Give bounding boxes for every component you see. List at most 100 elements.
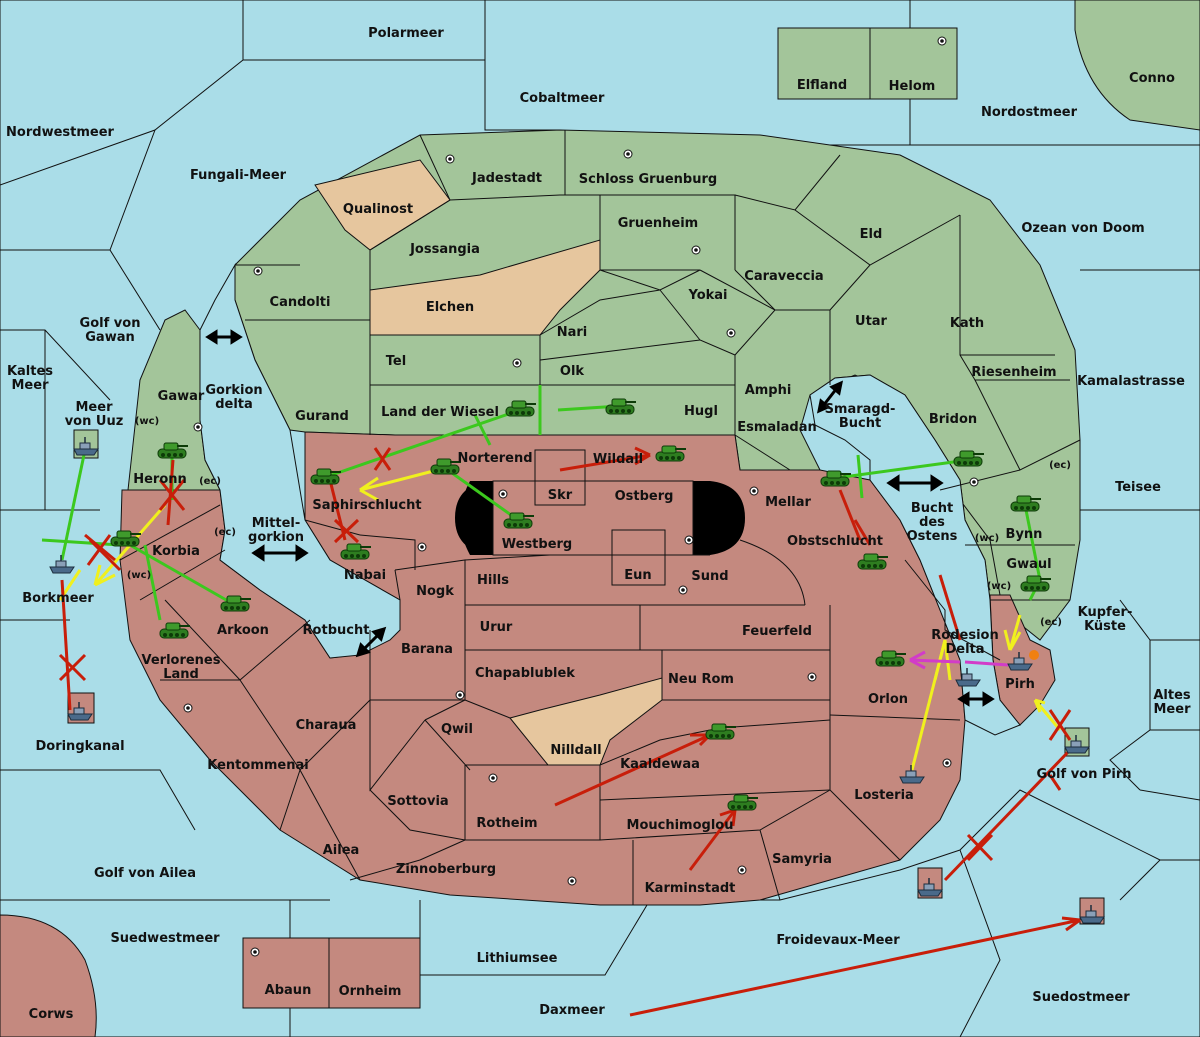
label: Cobaltmeer — [520, 91, 605, 106]
label: Nogk — [416, 584, 454, 599]
label: Gurand — [295, 409, 349, 424]
label: Polarmeer — [368, 26, 444, 41]
label: Gorkion — [205, 383, 262, 398]
supply-centers — [183, 36, 979, 957]
label: Smaragd- — [825, 402, 896, 417]
coast-tag: (ec) — [214, 527, 236, 538]
label: Saphirschlucht — [312, 498, 421, 513]
label: Verlorenes — [141, 653, 220, 668]
label: Rotbucht — [303, 623, 370, 638]
label: Suedostmeer — [1032, 990, 1130, 1005]
label: Golf von Pirh — [1036, 767, 1131, 782]
coast-tag: (ec) — [1040, 617, 1062, 628]
label: Altes — [1153, 688, 1191, 703]
label: gorkion — [248, 530, 304, 545]
label: Bynn — [1006, 527, 1043, 542]
label: Heronn — [133, 472, 187, 487]
label: Qualinost — [343, 202, 413, 217]
land-conno[interactable] — [1074, 0, 1200, 131]
label: Rotheim — [476, 816, 537, 831]
label: Teisee — [1115, 480, 1161, 495]
label: Froidevaux-Meer — [776, 933, 900, 948]
label: Lithiumsee — [477, 951, 558, 966]
label: Golf von Ailea — [94, 866, 196, 881]
units — [49, 398, 1105, 924]
label: Gawar — [158, 389, 205, 404]
label: Sund — [691, 569, 728, 584]
label: Arkoon — [217, 623, 269, 638]
label: Ornheim — [339, 984, 402, 999]
label: Nordwestmeer — [6, 125, 114, 140]
label: Golf von — [80, 316, 141, 331]
label: Qwil — [441, 722, 473, 737]
label: Abaun — [265, 983, 312, 998]
label: Losteria — [854, 788, 914, 803]
label: Zinnoberburg — [396, 862, 496, 877]
label: Hugl — [684, 404, 718, 419]
label: Olk — [560, 364, 585, 379]
label: Esmaladan — [737, 420, 817, 435]
label: Delta — [945, 642, 984, 657]
coast-tag: (ec) — [1049, 460, 1071, 471]
explosion-icon — [1029, 650, 1039, 660]
coast-tag: (wc) — [127, 570, 151, 581]
label: Candolti — [270, 295, 331, 310]
land-corws[interactable] — [0, 914, 97, 1037]
coast-tag: (wc) — [987, 581, 1011, 592]
coast-tags: (wc) (ec) (ec) (wc) (ec) (wc) (wc) (ec) — [127, 416, 1071, 628]
label: Kamalastrasse — [1077, 374, 1185, 389]
label: Pirh — [1005, 677, 1035, 692]
label: Wildall — [593, 452, 643, 467]
label: Kentommenai — [207, 758, 308, 773]
label: Feuerfeld — [742, 624, 812, 639]
land-ornheim[interactable] — [328, 937, 421, 1009]
label: Mouchimoglou — [627, 818, 734, 833]
label: Kaltes — [7, 364, 53, 379]
label: Nordostmeer — [981, 105, 1078, 120]
adjacency-arrows — [205, 329, 995, 707]
label: Utar — [855, 314, 888, 329]
label: Gwaul — [1006, 557, 1051, 572]
label: Yokai — [687, 288, 727, 303]
label: Mittel- — [252, 516, 301, 531]
label: Conno — [1129, 71, 1175, 86]
label: Suedwestmeer — [110, 931, 220, 946]
label: Sottovia — [387, 794, 448, 809]
label: Daxmeer — [539, 1003, 605, 1018]
label: Riesenheim — [971, 365, 1056, 380]
label: Westberg — [502, 537, 572, 552]
label: Ostberg — [615, 489, 674, 504]
label: Eld — [860, 227, 883, 242]
label: Barana — [401, 642, 453, 657]
label: Nabai — [344, 568, 386, 583]
label: Samyria — [772, 852, 832, 867]
label: Meer — [1154, 702, 1192, 717]
label: Skr — [548, 488, 573, 503]
label: Chapablublek — [475, 666, 575, 681]
label: Nilldall — [550, 743, 601, 758]
label: Kaaldewaa — [620, 757, 700, 772]
label: Meer — [76, 400, 114, 415]
label: Borkmeer — [22, 591, 94, 606]
orders-magenta — [909, 650, 1009, 670]
label: Elfland — [797, 78, 847, 93]
label: Tel — [386, 354, 406, 369]
label: Gawan — [85, 330, 134, 345]
label: Obstschlucht — [787, 534, 883, 549]
label: Charaua — [296, 718, 357, 733]
red-borders — [119, 449, 1001, 905]
label: des — [919, 515, 945, 530]
sea-labels: Polarmeer Cobaltmeer Nordwestmeer Fungal… — [6, 26, 1191, 1022]
label: Urur — [480, 620, 513, 635]
label: Ostens — [907, 529, 958, 544]
label: Schloss Gruenburg — [579, 172, 717, 187]
label: Gruenheim — [618, 216, 698, 231]
label: Bridon — [929, 412, 977, 427]
label: Kath — [950, 316, 984, 331]
label: Doringkanal — [35, 739, 124, 754]
sea-mittelgorkion[interactable] — [199, 263, 401, 659]
label: Kupfer- — [1078, 605, 1133, 620]
label: Meer — [12, 378, 50, 393]
